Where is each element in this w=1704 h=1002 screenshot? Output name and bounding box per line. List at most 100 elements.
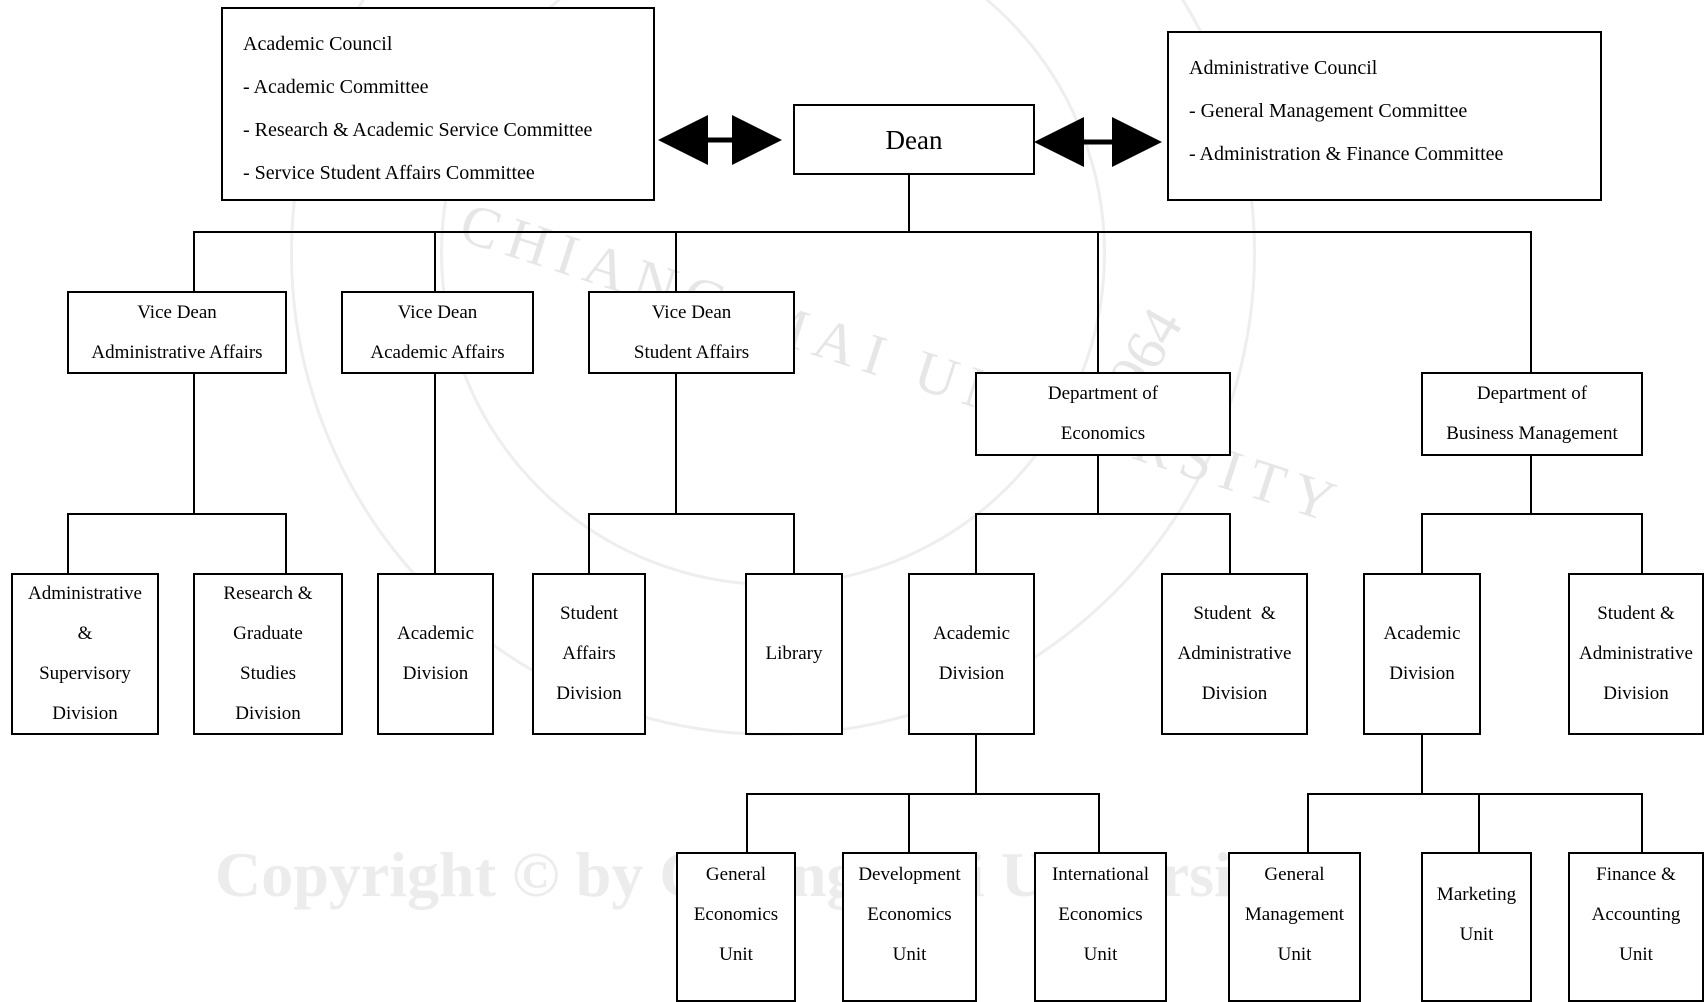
- unit-line: Unit: [1277, 944, 1312, 965]
- connector-top-bus: [193, 231, 1531, 233]
- division-line: Division: [556, 683, 622, 704]
- division-line: Division: [938, 663, 1005, 684]
- unit-line: Marketing: [1436, 884, 1517, 905]
- economics-academic-division-box: Academic Division: [908, 573, 1035, 735]
- unit-line: General: [1264, 864, 1325, 885]
- connector-student-affairs-up: [588, 513, 590, 574]
- connector-bm-academic-up: [1421, 513, 1423, 574]
- connector-econ-academic-down: [975, 734, 977, 795]
- library-label: Library: [765, 643, 823, 664]
- connector-bm-units-bus: [1307, 793, 1643, 795]
- connector-finance-acc-up: [1641, 793, 1643, 853]
- connector-international-econ-up: [1098, 793, 1100, 853]
- unit-line: Unit: [1619, 944, 1653, 965]
- unit-line: Economics: [867, 904, 952, 925]
- unit-line: General: [705, 864, 767, 885]
- vice-dean-administrative-affairs-box: Vice Dean Administrative Affairs: [67, 291, 287, 374]
- division-line: Division: [1201, 683, 1268, 704]
- division-line: Division: [52, 703, 118, 724]
- student-affairs-division-box: Student Affairs Division: [532, 573, 646, 735]
- connector-marketing-up: [1478, 793, 1480, 853]
- connector-dept-econ-down: [1097, 455, 1099, 515]
- dept-bm-line2: Business Management: [1446, 423, 1618, 444]
- international-economics-unit-box: International Economics Unit: [1034, 852, 1167, 1002]
- department-of-economics-box: Department of Economics: [975, 372, 1231, 456]
- connector-bm-academic-down: [1421, 734, 1423, 795]
- division-line: Student &: [1597, 603, 1675, 624]
- division-line: Administrative: [28, 583, 142, 604]
- division-line: Academic: [932, 623, 1010, 644]
- division-line: Studies: [240, 663, 296, 684]
- connector-vd-admin-bus: [67, 513, 287, 515]
- department-of-business-management-box: Department of Business Management: [1421, 372, 1643, 456]
- economics-student-administrative-division-box: Student & Administrative Division: [1161, 573, 1308, 735]
- academic-council-item: - Academic Committee: [243, 76, 429, 98]
- administrative-council-title: Administrative Council: [1189, 57, 1378, 79]
- dean-box: Dean: [793, 104, 1035, 175]
- vice-dean-academic-line1: Vice Dean: [397, 301, 478, 323]
- division-line: Student: [559, 603, 619, 624]
- connector-vd-admin-down: [193, 373, 195, 515]
- dean-label: Dean: [885, 124, 943, 155]
- academic-division-box: Academic Division: [377, 573, 494, 735]
- connector-research-grad-up: [285, 513, 287, 574]
- connector-general-econ-up: [746, 793, 748, 853]
- general-economics-unit-box: General Economics Unit: [676, 852, 796, 1002]
- unit-line: Unit: [892, 944, 927, 965]
- connector-dept-bm-bus: [1421, 513, 1643, 515]
- connector-vd-student-down: [675, 373, 677, 515]
- administrative-council-item: - General Management Committee: [1189, 100, 1468, 122]
- connector-dept-bm-down: [1530, 455, 1532, 515]
- connector-vd-admin-up: [193, 231, 195, 292]
- connector-vd-academic-down: [434, 373, 436, 574]
- academic-council-box: Academic Council - Academic Committee - …: [221, 7, 655, 201]
- division-line: Administrative: [1177, 643, 1292, 664]
- vice-dean-academic-affairs-box: Vice Dean Academic Affairs: [341, 291, 534, 374]
- connector-dept-econ-bus: [975, 513, 1231, 515]
- connector-dept-bm-up: [1530, 231, 1532, 373]
- division-line: Division: [235, 703, 301, 724]
- connector-general-mgmt-up: [1307, 793, 1309, 853]
- division-line: Research &: [223, 583, 313, 604]
- administrative-supervisory-division-box: Administrative & Supervisory Division: [11, 573, 159, 735]
- connector-econ-units-bus: [746, 793, 1100, 795]
- unit-line: Management: [1244, 904, 1345, 925]
- academic-council-item: - Service Student Affairs Committee: [243, 162, 535, 184]
- administrative-council-box: Administrative Council - General Managem…: [1167, 31, 1602, 201]
- general-management-unit-box: General Management Unit: [1228, 852, 1361, 1002]
- connector-bm-student-admin-up: [1641, 513, 1643, 574]
- division-line: Academic: [1383, 623, 1461, 644]
- connector-vd-student-up: [675, 231, 677, 292]
- unit-line: Finance &: [1596, 864, 1676, 885]
- division-line: Affairs: [562, 643, 616, 664]
- library-box: Library: [745, 573, 843, 735]
- division-line: Division: [1389, 663, 1455, 684]
- vice-dean-academic-line2: Academic Affairs: [370, 341, 505, 363]
- division-line: Supervisory: [39, 663, 131, 684]
- vice-dean-student-line2: Student Affairs: [633, 341, 750, 363]
- connector-vd-student-bus: [588, 513, 795, 515]
- division-line: Graduate: [233, 623, 303, 644]
- connector-dept-econ-up: [1097, 231, 1099, 373]
- vice-dean-admin-line2: Administrative Affairs: [91, 341, 263, 363]
- marketing-unit-box: Marketing Unit: [1421, 852, 1532, 1002]
- academic-council-item: - Research & Academic Service Committee: [243, 119, 593, 141]
- dept-econ-line1: Department of: [1047, 383, 1159, 404]
- org-chart: CHIANG MAI UNIVERSITY 1964 Copyright © b…: [11, 0, 1704, 1002]
- dept-bm-line1: Department of: [1476, 383, 1588, 404]
- division-line: Academic: [396, 623, 474, 644]
- division-line: Division: [402, 663, 469, 684]
- unit-line: International: [1051, 864, 1150, 885]
- dept-econ-line2: Economics: [1060, 423, 1146, 444]
- division-line: Student &: [1193, 603, 1276, 624]
- unit-line: Economics: [1058, 904, 1143, 925]
- unit-line: Economics: [693, 904, 779, 925]
- academic-council-title: Academic Council: [243, 33, 393, 55]
- administrative-council-item: - Administration & Finance Committee: [1189, 143, 1504, 165]
- division-line: &: [77, 623, 93, 644]
- connector-vd-academic-up: [434, 231, 436, 292]
- vice-dean-admin-line1: Vice Dean: [137, 301, 217, 323]
- division-line: Administrative: [1579, 643, 1693, 664]
- unit-line: Accounting: [1591, 904, 1681, 925]
- division-line: Division: [1603, 683, 1669, 704]
